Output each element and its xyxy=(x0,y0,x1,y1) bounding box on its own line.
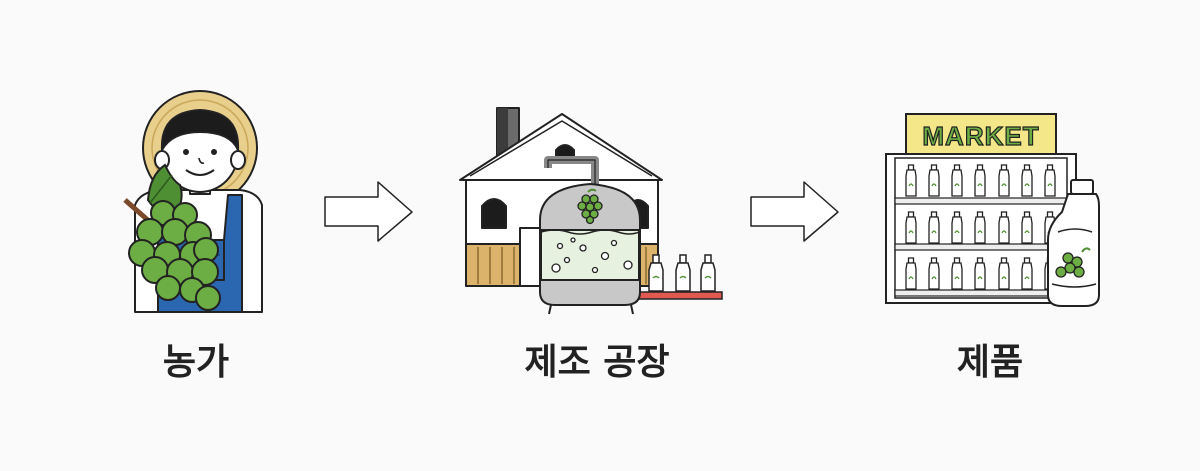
bottle-icon xyxy=(1021,257,1033,290)
fermentation-tank-icon xyxy=(539,182,641,315)
bottle-icon xyxy=(905,257,917,290)
bottle-icon xyxy=(998,257,1010,290)
bottle-icon xyxy=(648,254,664,292)
bottle-icon xyxy=(951,164,963,197)
bottle-icon xyxy=(905,164,917,197)
bottle-icon xyxy=(1044,164,1056,197)
grape-bunch-icon xyxy=(123,163,221,311)
bottle-icon xyxy=(951,257,963,290)
grape-icon xyxy=(577,188,603,225)
bottle-icon xyxy=(928,211,940,244)
bottle-icon xyxy=(998,211,1010,244)
arrow-right-icon xyxy=(324,181,413,242)
step-label-farm: 농가 xyxy=(163,342,229,383)
conveyor-bottles xyxy=(648,254,716,292)
step-label-product: 제품 xyxy=(957,342,1023,383)
bottle-icon xyxy=(974,257,986,290)
bottle-icon xyxy=(700,254,716,292)
bottle-icon xyxy=(1021,164,1033,197)
bottle-icon xyxy=(905,211,917,244)
product-bottle-icon xyxy=(1047,179,1100,307)
bottle-icon xyxy=(974,164,986,197)
bottle-icon xyxy=(928,164,940,197)
bottle-icon xyxy=(974,211,986,244)
step-label-factory: 제조 공장 xyxy=(524,342,669,383)
bottle-icon xyxy=(675,254,691,292)
market-sign-text: MARKET xyxy=(922,121,1039,151)
shelf-bottles xyxy=(905,164,1056,290)
bottle-icon xyxy=(928,257,940,290)
bottle-icon xyxy=(1021,211,1033,244)
bottle-icon xyxy=(998,164,1010,197)
arrow-right-icon xyxy=(750,181,839,242)
bottle-icon xyxy=(951,211,963,244)
